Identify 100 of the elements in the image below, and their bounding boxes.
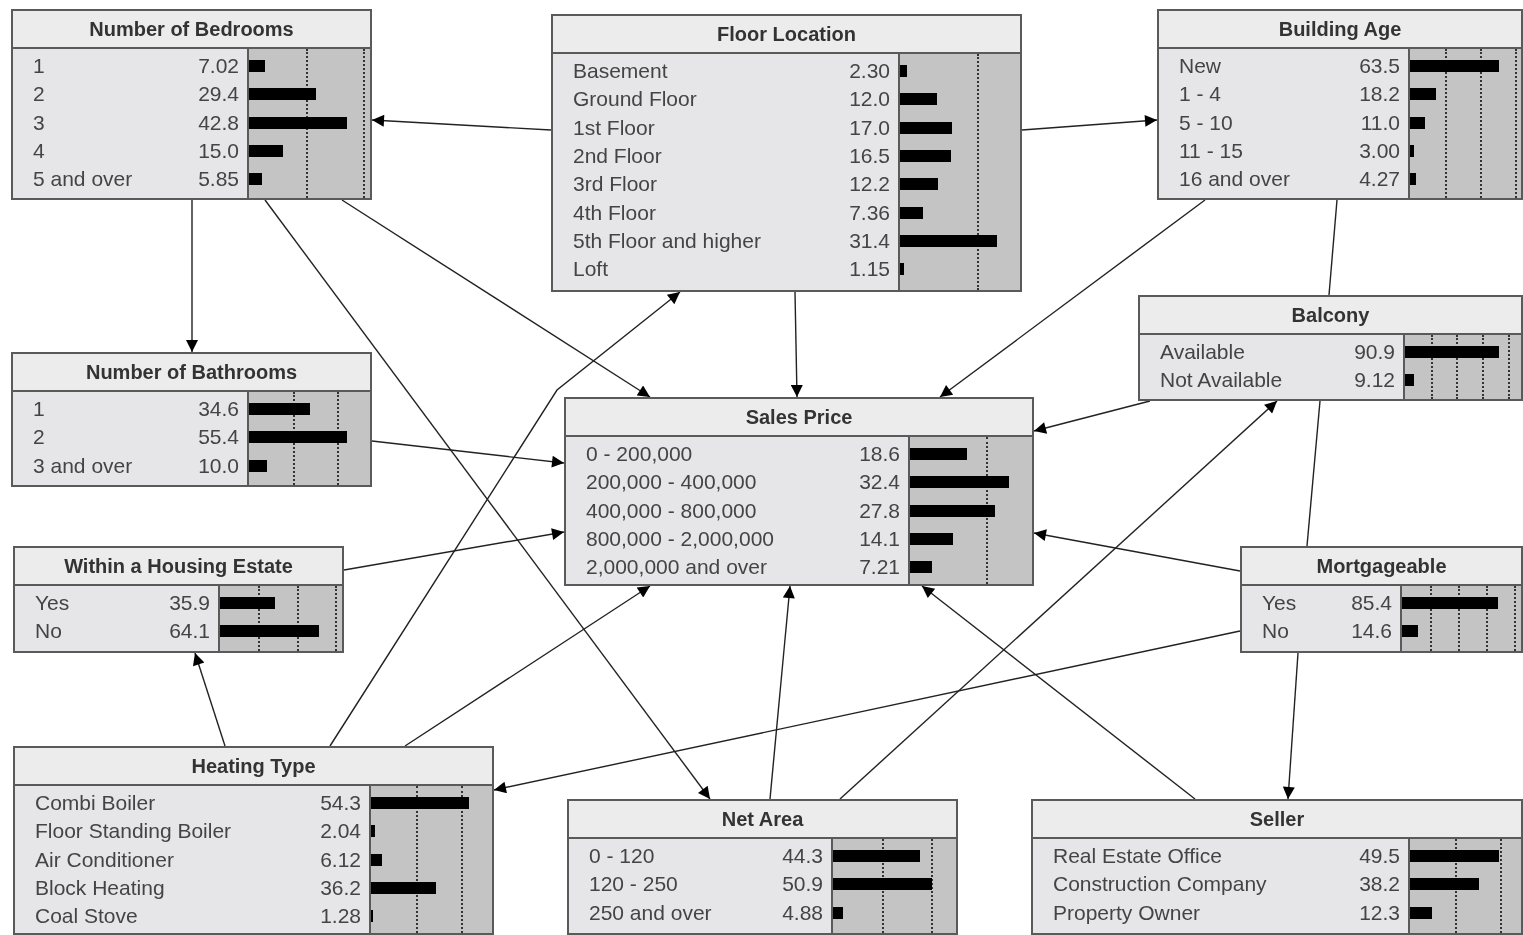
arrow bbox=[839, 400, 1278, 800]
node-box bbox=[11, 352, 372, 487]
state-label: 0 - 120 bbox=[589, 843, 655, 869]
probability-value: 16.5 bbox=[849, 142, 890, 169]
state-label: No bbox=[1262, 618, 1289, 645]
state-label: New bbox=[1179, 53, 1221, 79]
state-label: 1 bbox=[33, 53, 45, 79]
arrow bbox=[264, 199, 711, 800]
node-box bbox=[551, 14, 1022, 292]
state-label: 800,000 - 2,000,000 bbox=[586, 525, 774, 552]
node-title: Net Area bbox=[569, 801, 956, 839]
probability-value: 18.6 bbox=[859, 441, 900, 467]
node-box bbox=[13, 746, 494, 935]
node-title: Within a Housing Estate bbox=[15, 548, 342, 586]
probability-value: 4.27 bbox=[1359, 166, 1400, 193]
probability-value: 2.30 bbox=[849, 58, 890, 84]
arrow bbox=[790, 291, 803, 398]
node-box bbox=[567, 799, 958, 935]
probability-value: 6.12 bbox=[320, 846, 361, 873]
probability-value: 63.5 bbox=[1359, 53, 1400, 79]
probability-value: 55.4 bbox=[198, 424, 239, 451]
state-label: Air Conditioner bbox=[35, 846, 174, 873]
node-title: Floor Location bbox=[553, 16, 1020, 54]
probability-value: 50.9 bbox=[782, 871, 823, 898]
arrow bbox=[404, 585, 651, 747]
probability-value: 34.6 bbox=[198, 396, 239, 422]
state-label: 3 bbox=[33, 109, 45, 136]
probability-value: 36.2 bbox=[320, 874, 361, 901]
state-label: Floor Standing Boiler bbox=[35, 818, 232, 845]
state-label: 2nd Floor bbox=[573, 142, 662, 169]
state-label: Property Owner bbox=[1053, 899, 1201, 926]
probability-value: 11.0 bbox=[1360, 109, 1400, 136]
node-box bbox=[11, 9, 372, 200]
arrow bbox=[1033, 529, 1241, 572]
probability-value: 12.2 bbox=[849, 171, 890, 198]
state-label: 0 - 200,000 bbox=[586, 441, 693, 467]
state-label: Real Estate Office bbox=[1053, 843, 1222, 869]
arrow bbox=[921, 585, 1196, 800]
state-label: Not Available bbox=[1160, 367, 1283, 394]
node-title: Building Age bbox=[1159, 11, 1521, 49]
probability-value: 18.2 bbox=[1359, 81, 1400, 108]
probability-value: 10.0 bbox=[198, 452, 239, 479]
probability-value: 3.00 bbox=[1359, 137, 1400, 164]
state-label: 2 bbox=[33, 81, 45, 108]
state-label: 400,000 - 800,000 bbox=[586, 497, 757, 524]
arrow bbox=[186, 199, 198, 353]
arrow bbox=[371, 440, 565, 468]
arrow bbox=[192, 652, 226, 747]
probability-value: 17.0 bbox=[849, 114, 890, 141]
node-box bbox=[564, 397, 1034, 586]
probability-value: 44.3 bbox=[782, 843, 823, 869]
probability-value: 12.0 bbox=[849, 86, 890, 113]
probability-value: 85.4 bbox=[1351, 590, 1392, 616]
probability-value: 4.88 bbox=[782, 899, 823, 926]
state-label: No bbox=[35, 618, 62, 645]
node-box bbox=[13, 546, 344, 653]
state-label: Block Heating bbox=[35, 874, 165, 901]
probability-value: 49.5 bbox=[1359, 843, 1400, 869]
arrow bbox=[939, 199, 1206, 398]
node-box bbox=[1240, 546, 1523, 653]
probability-value: 42.8 bbox=[198, 109, 239, 136]
probability-value: 7.21 bbox=[859, 554, 900, 581]
state-label: Construction Company bbox=[1053, 871, 1267, 898]
state-label: 4 bbox=[33, 137, 45, 164]
state-label: 3rd Floor bbox=[573, 171, 658, 198]
node-title: Number of Bedrooms bbox=[13, 11, 370, 49]
state-label: 5th Floor and higher bbox=[573, 227, 761, 254]
probability-value: 15.0 bbox=[198, 137, 239, 164]
probability-value: 1.15 bbox=[849, 256, 890, 283]
probability-value: 38.2 bbox=[1359, 871, 1400, 898]
state-label: 1 bbox=[33, 396, 45, 422]
probability-value: 64.1 bbox=[169, 618, 210, 645]
state-label: Available bbox=[1160, 339, 1245, 365]
probability-value: 12.3 bbox=[1359, 899, 1400, 926]
state-label: Yes bbox=[1262, 590, 1297, 616]
arrow bbox=[371, 114, 552, 131]
node-title: Mortgageable bbox=[1242, 548, 1521, 586]
state-label: Coal Stove bbox=[35, 903, 138, 930]
state-label: 1 - 4 bbox=[1179, 81, 1222, 108]
state-label: 16 and over bbox=[1179, 166, 1290, 193]
state-label: 5 and over bbox=[33, 166, 133, 193]
node-box bbox=[1157, 9, 1523, 200]
probability-value: 27.8 bbox=[859, 497, 900, 524]
state-label: 11 - 15 bbox=[1179, 137, 1243, 164]
probability-value: 32.4 bbox=[859, 469, 900, 496]
probability-value: 54.3 bbox=[320, 790, 361, 816]
state-label: 120 - 250 bbox=[589, 871, 678, 898]
arrow bbox=[1021, 114, 1158, 131]
node-title: Sales Price bbox=[566, 399, 1032, 437]
state-label: Basement bbox=[573, 58, 668, 84]
arrow bbox=[341, 199, 651, 398]
probability-value: 7.02 bbox=[198, 53, 239, 79]
state-label: 5 - 10 bbox=[1179, 109, 1233, 136]
probability-value: 5.85 bbox=[198, 166, 239, 193]
arrow bbox=[493, 630, 1241, 794]
probability-value: 14.1 bbox=[859, 525, 900, 552]
state-label: Loft bbox=[573, 256, 609, 283]
state-label: 1st Floor bbox=[573, 114, 655, 141]
arrow bbox=[1282, 652, 1299, 800]
state-label: 2 bbox=[33, 424, 45, 451]
